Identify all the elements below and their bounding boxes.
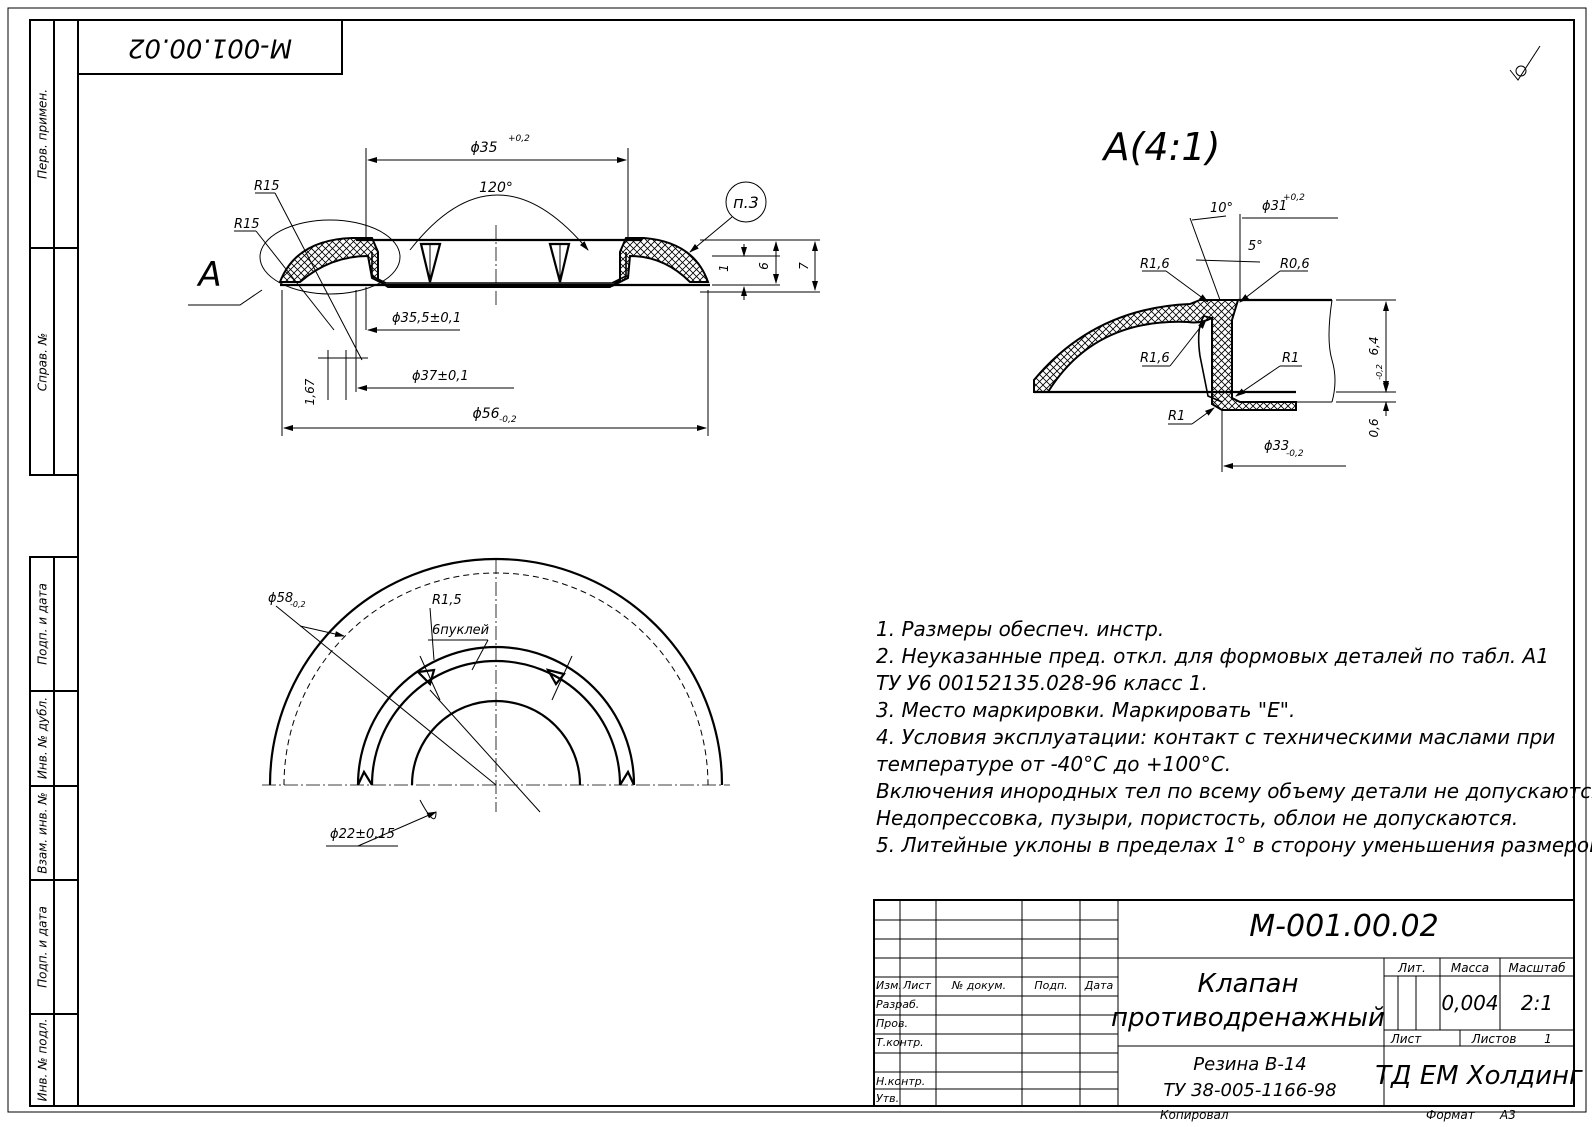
note-line-2: 2. Неуказанные пред. откл. для формовых …	[876, 644, 1549, 668]
dim-d58: ϕ58	[268, 591, 293, 606]
sheet-label: Лист	[1390, 1032, 1422, 1046]
dim-r15-top: R15	[254, 179, 280, 194]
dim-h0-6: 0,6	[1367, 418, 1381, 437]
technical-notes: 1. Размеры обеспеч. инстр. 2. Неуказанны…	[876, 617, 1592, 857]
dim-d58-tol: -0,2	[290, 600, 306, 609]
dim-a10: 10°	[1210, 201, 1233, 216]
detail-a-circle	[259, 219, 401, 295]
note-line-7: Включения инородных тел по всему объему …	[876, 779, 1592, 803]
stamp-podp-data-2: Подп. и дата	[36, 906, 50, 988]
dim-h6-4-tol: -0,2	[1375, 364, 1384, 380]
roughness-symbol-icon	[1509, 45, 1541, 81]
title-block: М-001.00.02 Клапан противодренажный Рези…	[873, 899, 1583, 1107]
dim-d33-tol: -0,2	[1286, 449, 1304, 459]
row-prov: Пров.	[876, 1017, 908, 1030]
title-material-line1: Резина В-14	[1193, 1054, 1306, 1075]
head-izm: Изм.	[876, 979, 902, 992]
row-utv: Утв.	[876, 1092, 899, 1105]
dim-d22: ϕ22±0,15	[330, 827, 395, 842]
detail-view-a: А(4:1) 10° ϕ31 +0,2 5° R1,6 R0,6 R1,6 R1…	[1033, 125, 1396, 472]
stamp-inv-podl: Инв. № подл.	[36, 1019, 50, 1102]
footer-copied: Копировал	[1160, 1108, 1229, 1122]
dim-r1-5: R1,5	[432, 593, 462, 608]
main-section-view: А п.3 ϕ35 +0,2 120° R15 R15 1 6 7	[188, 134, 820, 436]
dim-d35-tol: +0,2	[508, 134, 530, 144]
dim-h6: 6	[757, 262, 771, 270]
mass-value: 0,004	[1441, 991, 1498, 1015]
dim-h7: 7	[797, 262, 811, 270]
dim-d37: ϕ37±0,1	[412, 369, 469, 384]
stamp-podp-data-1: Подп. и дата	[36, 583, 50, 665]
view-label-a: А	[196, 255, 221, 295]
callout-text: п.3	[733, 193, 759, 212]
note-line-4: 3. Место маркировки. Маркировать "Е".	[876, 698, 1295, 722]
dim-r1b: R1	[1168, 409, 1185, 424]
footer-format-label: Формат	[1426, 1108, 1476, 1122]
title-name-line1: Клапан	[1198, 969, 1299, 999]
dim-d33: ϕ33	[1264, 439, 1289, 454]
row-nkontr: Н.контр.	[876, 1075, 925, 1088]
head-date: Дата	[1084, 979, 1114, 992]
dim-r1-6b: R1,6	[1140, 351, 1170, 366]
title-designation: М-001.00.02	[1249, 909, 1438, 944]
detail-title: А(4:1)	[1101, 125, 1221, 169]
dim-r0-6: R0,6	[1280, 257, 1310, 272]
plan-view: ϕ58 -0,2 R1,5 6пуклей ϕ22±0,15	[262, 557, 730, 847]
dim-angle-120: 120°	[479, 180, 513, 196]
row-tkontr: Т.контр.	[876, 1036, 924, 1049]
head-doc: № докум.	[951, 979, 1006, 992]
footer-format-value: А3	[1499, 1108, 1516, 1122]
title-material-line2: ТУ 38-005-1166-98	[1163, 1080, 1336, 1101]
dim-w167: 1,67	[303, 378, 317, 405]
side-stamp: Перв. примен. Справ. № Подп. и дата Инв.…	[29, 19, 79, 1107]
scale-value: 2:1	[1521, 991, 1553, 1015]
outer-border	[7, 7, 1587, 1113]
scale-label: Масштаб	[1508, 961, 1566, 975]
stamp-vzam-inv: Взам. инв. №	[36, 792, 50, 873]
stamp-inv-dubl: Инв. № дубл.	[36, 697, 50, 779]
rotated-designation: М-001.00.02	[128, 33, 292, 63]
dim-r15-mid: R15	[234, 217, 260, 232]
dim-d35: ϕ35	[470, 140, 497, 156]
sheets-label: Листов	[1471, 1032, 1517, 1046]
mass-label: Масса	[1451, 961, 1489, 975]
dim-bumps: 6пуклей	[432, 623, 489, 638]
note-line-9: 5. Литейные уклоны в пределах 1° в сторо…	[876, 833, 1592, 857]
head-list: Лист	[902, 979, 931, 992]
sheets-value: 1	[1544, 1032, 1552, 1046]
dim-d31: ϕ31	[1262, 199, 1287, 214]
stamp-sprav-no: Справ. №	[36, 333, 50, 391]
title-company: ТД ЕМ Холдинг	[1375, 1061, 1583, 1091]
dim-h6-4: 6,4	[1367, 336, 1381, 355]
head-sign: Подп.	[1034, 979, 1067, 992]
note-line-5: 4. Условия эксплуатации: контакт с техни…	[876, 725, 1555, 749]
note-line-6: температуре от -40°С до +100°С.	[876, 752, 1231, 776]
note-line-8: Недопрессовка, пузыри, пористость, облои…	[876, 806, 1518, 830]
dim-d35-5: ϕ35,5±0,1	[392, 311, 461, 326]
rotated-designation-box: М-001.00.02	[77, 19, 343, 75]
note-line-3: ТУ У6 00152135.028-96 класс 1.	[876, 671, 1208, 695]
note-line-1: 1. Размеры обеспеч. инстр.	[876, 617, 1164, 641]
dim-a5: 5°	[1248, 239, 1263, 254]
dim-d31-tol: +0,2	[1283, 193, 1305, 203]
dim-d56: ϕ56	[472, 406, 499, 422]
callout-circle	[725, 181, 767, 223]
dim-r1-6a: R1,6	[1140, 257, 1170, 272]
lit-label: Лит.	[1397, 961, 1426, 975]
dim-r1a: R1	[1282, 351, 1299, 366]
dim-d56-tol: -0,2	[499, 415, 517, 425]
stamp-perv-primen: Перв. примен.	[36, 89, 50, 179]
dim-h1: 1	[717, 264, 731, 272]
title-name-line2: противодренажный	[1111, 1003, 1385, 1033]
row-razrab: Разраб.	[876, 998, 919, 1011]
